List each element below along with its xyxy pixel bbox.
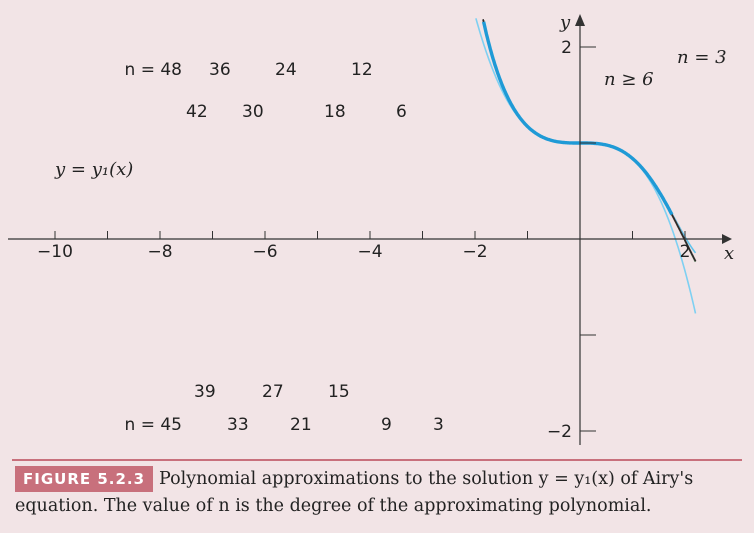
series-n21-line: [482, 19, 697, 262]
annotation-n6plus: n ≥ 6: [604, 69, 654, 90]
figure-badge: FIGURE 5.2.3: [15, 466, 154, 492]
series-n27-line: [482, 19, 697, 262]
y-tick-label: −2: [547, 422, 572, 442]
series-label-n3: 3: [433, 415, 444, 435]
series-label-n21: 21: [290, 415, 312, 435]
caption-rule: [12, 459, 742, 461]
x-tick-label: −8: [147, 242, 172, 262]
series-label-n39: 39: [194, 382, 216, 402]
series-n36-line: [482, 19, 697, 262]
series-label-n15: 15: [328, 382, 350, 402]
series-n33-line: [482, 19, 697, 262]
series-y1-exact-line: [481, 21, 674, 216]
series-n18-line: [482, 19, 697, 262]
x-tick-label: 2: [680, 242, 691, 262]
series-label-n12: 12: [351, 60, 373, 80]
y-axis-arrow: [575, 14, 585, 26]
y-axis-label: y: [559, 12, 571, 33]
series-label-y1: y = y₁(x): [54, 159, 133, 180]
series-label-n45: n = 45: [125, 415, 182, 435]
series-label-n24: 24: [275, 60, 297, 80]
series-label-n6: 6: [396, 102, 407, 122]
series-n9-line: [482, 19, 697, 263]
x-tick-label: −4: [357, 242, 382, 262]
series-label-n33: 33: [227, 415, 249, 435]
series-label-n9: 9: [381, 415, 392, 435]
series-label-n48: n = 48: [125, 60, 182, 80]
series-n39-line: [482, 19, 697, 262]
curves-layer: [475, 18, 697, 314]
series-n6-line: [482, 21, 697, 254]
series-label-n18: 18: [324, 102, 346, 122]
axes-layer: [8, 14, 732, 445]
caption-text: Polynomial approximations to the solutio…: [15, 469, 694, 516]
annotation-n3: n = 3: [677, 47, 727, 68]
series-n48-line: [482, 19, 697, 262]
y-tick-label: 2: [561, 38, 572, 58]
series-label-n27: 27: [262, 382, 284, 402]
x-tick-label: −6: [252, 242, 277, 262]
x-axis-label: x: [724, 243, 734, 264]
x-tick-label: −2: [462, 242, 487, 262]
series-label-n42: 42: [186, 102, 208, 122]
series-n3-line: [475, 18, 697, 314]
series-label-n36: 36: [209, 60, 231, 80]
series-n45-line: [482, 19, 697, 262]
series-n24-line: [482, 19, 697, 262]
series-n30-line: [482, 19, 697, 262]
series-n12-line: [482, 19, 697, 262]
x-axis-arrow: [722, 234, 732, 244]
series-n42-line: [482, 19, 697, 262]
series-n15-line: [482, 19, 697, 262]
series-label-n30: 30: [242, 102, 264, 122]
x-tick-label: −10: [37, 242, 73, 262]
